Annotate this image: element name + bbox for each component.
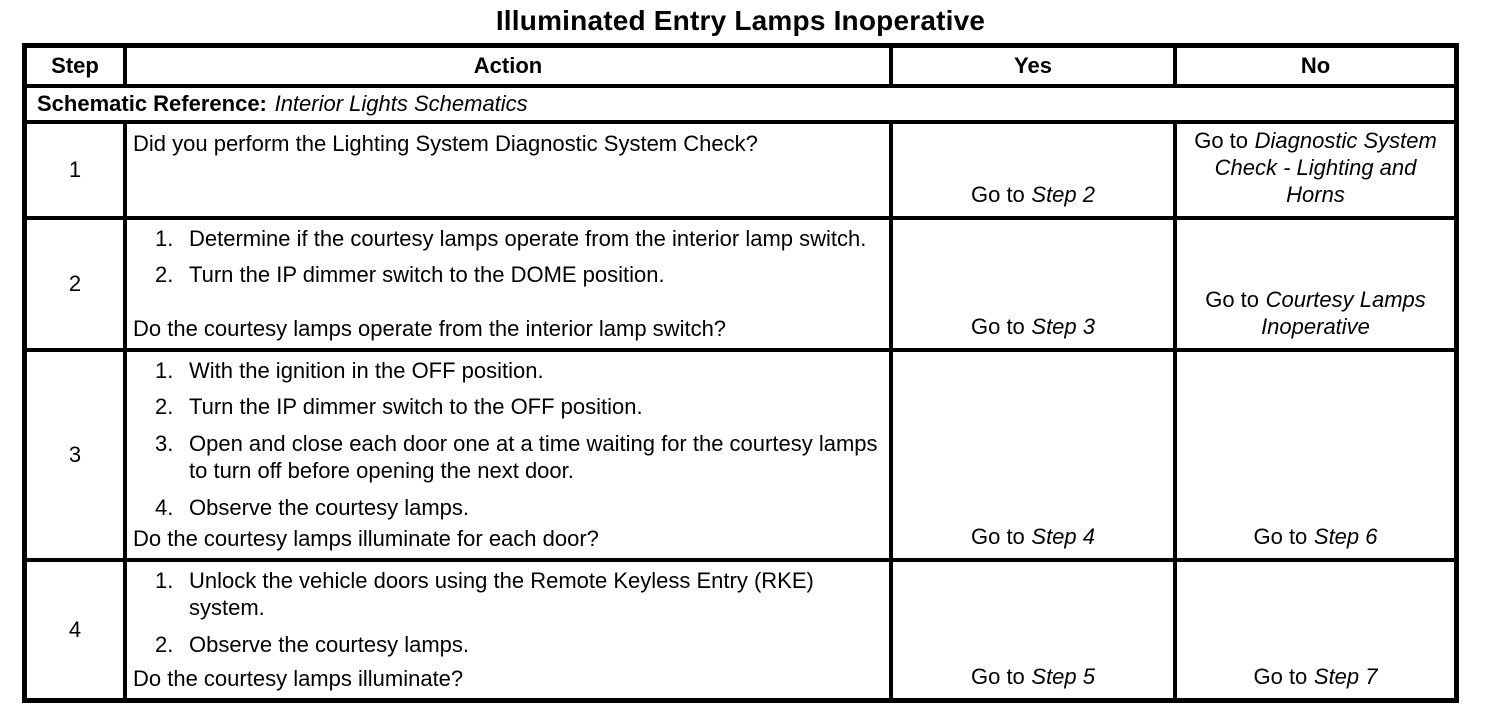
- goto-target: Step 5: [1031, 663, 1095, 689]
- action-item-list: 1. Determine if the courtesy lamps opera…: [133, 225, 879, 289]
- action-item: 2. Turn the IP dimmer switch to the OFF …: [155, 393, 879, 421]
- table-body: 1 Did you perform the Lighting System Di…: [27, 124, 1454, 698]
- action-item: 1. With the ignition in the OFF position…: [155, 357, 879, 385]
- goto-prefix: Go to: [1253, 663, 1308, 689]
- goto-prefix: Go to: [1253, 523, 1308, 549]
- action-item: 2. Observe the courtesy lamps.: [155, 631, 879, 659]
- action-item: 1. Unlock the vehicle doors using the Re…: [155, 567, 879, 622]
- action-item: 1. Determine if the courtesy lamps opera…: [155, 225, 879, 253]
- action-item-number: 1.: [155, 357, 174, 383]
- action-item-text: Unlock the vehicle doors using the Remot…: [189, 567, 814, 621]
- action-item-text: Turn the IP dimmer switch to the DOME po…: [189, 262, 665, 288]
- schematic-reference-row: Schematic Reference: Interior Lights Sche…: [27, 88, 1454, 125]
- step-cell: 1: [27, 124, 127, 216]
- action-item-number: 4.: [155, 494, 174, 520]
- schematic-reference-value: Interior Lights Schematics: [274, 91, 528, 116]
- goto-target: Step 4: [1031, 523, 1095, 549]
- goto-prefix: Go to: [970, 523, 1025, 549]
- page-title: Illuminated Entry Lamps Inoperative: [495, 5, 986, 36]
- action-item-number: 3.: [155, 430, 174, 456]
- action-cell: 1. Unlock the vehicle doors using the Re…: [127, 561, 893, 698]
- action-item: 4. Observe the courtesy lamps.: [155, 494, 879, 522]
- action-question: Did you perform the Lighting System Diag…: [133, 131, 758, 157]
- action-item-number: 1.: [155, 567, 174, 593]
- action-item: 2. Turn the IP dimmer switch to the DOME…: [155, 261, 879, 289]
- table-row: 4 1. Unlock the vehicle doors using the …: [27, 561, 1454, 698]
- goto-prefix: Go to: [970, 181, 1025, 207]
- action-item-text: Turn the IP dimmer switch to the OFF pos…: [189, 394, 643, 420]
- action-cell: 1. Determine if the courtesy lamps opera…: [127, 219, 893, 348]
- table-header-row: Step Action Yes No: [27, 48, 1454, 88]
- step-cell: 3: [27, 351, 127, 558]
- goto-target: Courtesy Lamps Inoperative: [1261, 287, 1426, 339]
- action-item-list: 1. Unlock the vehicle doors using the Re…: [133, 567, 879, 659]
- action-item-number: 2.: [155, 262, 174, 288]
- goto-target: Step 2: [1031, 181, 1095, 207]
- action-item-number: 2.: [155, 394, 174, 420]
- action-item-text: Determine if the courtesy lamps operate …: [189, 225, 867, 251]
- goto-prefix: Go to: [970, 663, 1025, 689]
- diagnostic-table: Step Action Yes No Schematic Reference: I…: [22, 43, 1459, 703]
- step-cell: 2: [27, 219, 127, 348]
- action-question: Do the courtesy lamps illuminate?: [133, 666, 464, 692]
- action-item-text: Open and close each door one at a time w…: [189, 430, 878, 484]
- goto-prefix: Go to: [1194, 128, 1249, 154]
- header-step: Step: [27, 48, 127, 84]
- document-page: Illuminated Entry Lamps Inoperative Step…: [0, 5, 1504, 714]
- action-item-list: 1. With the ignition in the OFF position…: [133, 357, 879, 522]
- header-no: No: [1300, 53, 1331, 78]
- action-item-text: With the ignition in the OFF position.: [189, 357, 544, 383]
- goto-prefix: Go to: [1205, 287, 1260, 313]
- table-row: 2 1. Determine if the courtesy lamps ope…: [27, 219, 1454, 352]
- action-item-number: 1.: [155, 225, 174, 251]
- action-item-number: 2.: [155, 631, 174, 657]
- goto-target: Step 3: [1031, 313, 1095, 339]
- action-item-text: Observe the courtesy lamps.: [189, 494, 470, 520]
- action-item: 3. Open and close each door one at a tim…: [155, 430, 879, 485]
- action-question: Do the courtesy lamps illuminate for eac…: [133, 526, 599, 552]
- table-row: 3 1. With the ignition in the OFF positi…: [27, 351, 1454, 562]
- header-yes: Yes: [893, 48, 1177, 84]
- goto-target: Diagnostic System Check - Lighting and H…: [1214, 128, 1437, 207]
- table-row: 1 Did you perform the Lighting System Di…: [27, 124, 1454, 220]
- action-question: Do the courtesy lamps operate from the i…: [133, 316, 727, 342]
- goto-prefix: Go to: [970, 313, 1025, 339]
- goto-target: Step 6: [1313, 523, 1378, 549]
- step-cell: 4: [27, 561, 127, 698]
- action-cell: 1. With the ignition in the OFF position…: [127, 351, 893, 558]
- header-action: Action: [127, 48, 893, 84]
- schematic-reference-label: Schematic Reference:: [37, 91, 267, 116]
- action-item-text: Observe the courtesy lamps.: [189, 631, 470, 657]
- goto-target: Step 7: [1313, 663, 1378, 689]
- action-cell: Did you perform the Lighting System Diag…: [127, 124, 893, 216]
